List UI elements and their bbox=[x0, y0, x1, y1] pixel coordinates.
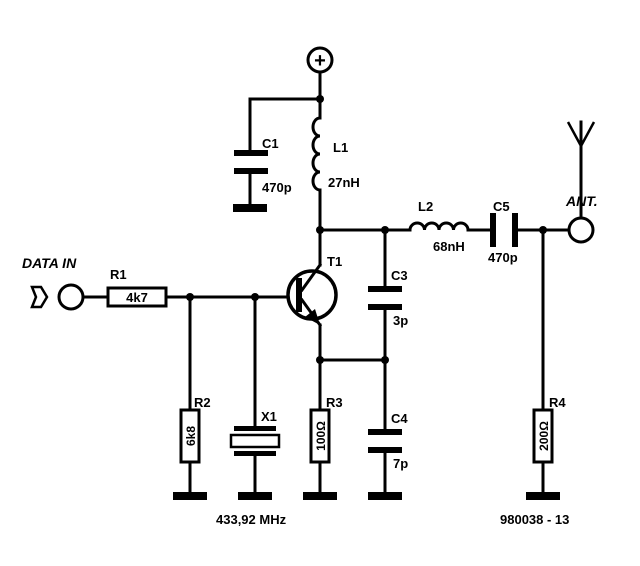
t1-ref: T1 bbox=[327, 254, 342, 269]
junction-dot bbox=[381, 356, 389, 364]
wires bbox=[82, 70, 571, 494]
junction-dot bbox=[316, 226, 324, 234]
resistor-r3: R3 100Ω bbox=[309, 395, 343, 464]
resistor-r1: R1 4k7 bbox=[106, 267, 168, 308]
r4-ref: R4 bbox=[549, 395, 566, 410]
inductor-l1: L1 27nH bbox=[311, 116, 360, 192]
junction-dot bbox=[381, 226, 389, 234]
ground-icon bbox=[526, 492, 560, 500]
r4-value: 200Ω bbox=[537, 421, 551, 451]
junctions bbox=[186, 95, 547, 364]
l1-value: 27nH bbox=[328, 175, 360, 190]
capacitor-c4: C4 7p bbox=[368, 411, 408, 471]
c3-ref: C3 bbox=[391, 268, 408, 283]
supply-symbol: + bbox=[314, 50, 326, 72]
r2-value: 6k8 bbox=[184, 426, 198, 446]
c1-ref: C1 bbox=[262, 136, 279, 151]
r2-ref: R2 bbox=[194, 395, 211, 410]
ant-label: ANT. bbox=[565, 193, 598, 209]
inductor-l2: L2 68nH bbox=[408, 199, 470, 254]
capacitor-c5: C5 470p bbox=[488, 199, 518, 265]
ground-icon bbox=[233, 204, 267, 212]
resistor-r4: R4 200Ω bbox=[532, 395, 566, 464]
figure-code: 980038 - 13 bbox=[500, 512, 569, 527]
x1-ref: X1 bbox=[261, 409, 277, 424]
ant-terminal bbox=[567, 216, 595, 244]
junction-dot bbox=[316, 95, 324, 103]
ground-symbols bbox=[173, 204, 560, 500]
junction-dot bbox=[186, 293, 194, 301]
r3-ref: R3 bbox=[326, 395, 343, 410]
c5-value: 470p bbox=[488, 250, 518, 265]
ground-icon bbox=[173, 492, 207, 500]
r1-value: 4k7 bbox=[126, 290, 148, 305]
antenna: ANT. bbox=[565, 120, 598, 244]
c3-value: 3p bbox=[393, 313, 408, 328]
transistor-t1: T1 bbox=[286, 254, 342, 328]
l1-ref: L1 bbox=[333, 140, 348, 155]
r3-value: 100Ω bbox=[314, 421, 328, 451]
r1-ref: R1 bbox=[110, 267, 127, 282]
capacitor-c1: C1 470p bbox=[234, 136, 292, 195]
ground-icon bbox=[368, 492, 402, 500]
l2-ref: L2 bbox=[418, 199, 433, 214]
ground-icon bbox=[238, 492, 272, 500]
junction-dot bbox=[539, 226, 547, 234]
data-in-terminal: DATA IN bbox=[22, 255, 85, 311]
c4-value: 7p bbox=[393, 456, 408, 471]
x1-value: 433,92 MHz bbox=[216, 512, 287, 527]
ground-icon bbox=[303, 492, 337, 500]
junction-dot bbox=[251, 293, 259, 301]
c5-ref: C5 bbox=[493, 199, 510, 214]
supply-terminal: + bbox=[306, 46, 334, 74]
input-arrow-icon bbox=[30, 285, 49, 309]
data-in-label: DATA IN bbox=[22, 255, 77, 271]
capacitor-c3: C3 3p bbox=[368, 268, 408, 328]
junction-dot bbox=[316, 356, 324, 364]
crystal-x1: X1 433,92 MHz bbox=[216, 409, 287, 527]
l2-value: 68nH bbox=[433, 239, 465, 254]
c1-value: 470p bbox=[262, 180, 292, 195]
c4-ref: C4 bbox=[391, 411, 408, 426]
resistor-r2: R2 6k8 bbox=[179, 395, 211, 464]
